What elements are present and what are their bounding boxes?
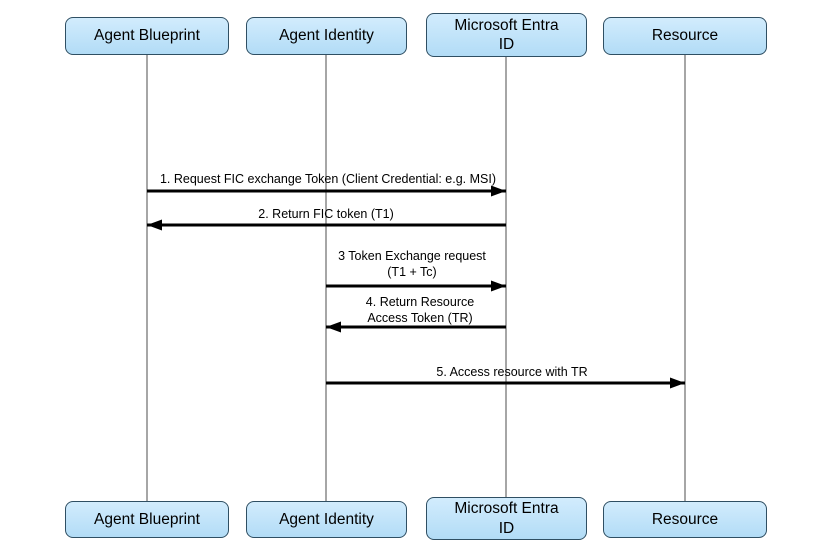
participant-bottom-agent-identity: Agent Identity: [246, 501, 407, 538]
participant-top-agent-identity: Agent Identity: [246, 17, 407, 55]
participant-bottom-resource: Resource: [603, 501, 767, 538]
message-1-label: 1. Request FIC exchange Token (Client Cr…: [159, 172, 497, 186]
participant-top-agent-blueprint: Agent Blueprint: [65, 17, 229, 55]
participant-top-resource: Resource: [603, 17, 767, 55]
message-5-label: 5. Access resource with TR: [436, 365, 588, 379]
message-3-label: 3 Token Exchange request (T1 + Tc): [338, 249, 486, 279]
participant-bottom-agent-blueprint: Agent Blueprint: [65, 501, 229, 538]
participant-top-microsoft-entra-id: Microsoft Entra ID: [426, 13, 587, 57]
message-2-label: 2. Return FIC token (T1): [258, 207, 394, 221]
message-4-label: 4. Return Resource Access Token (TR): [365, 295, 475, 325]
participant-bottom-microsoft-entra-id: Microsoft Entra ID: [426, 497, 587, 540]
